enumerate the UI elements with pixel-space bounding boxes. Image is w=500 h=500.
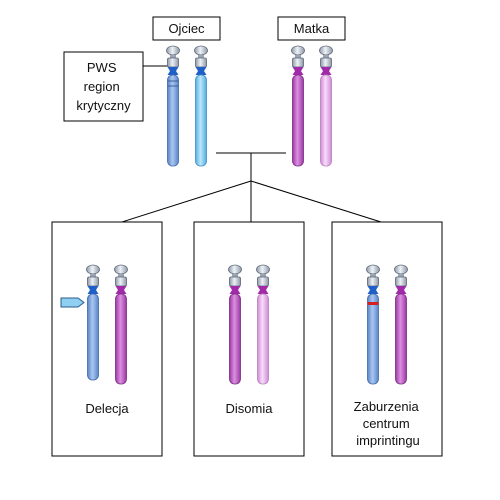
outcome-box-deletion bbox=[51, 221, 163, 457]
pws-region-label: PWS region krytyczny bbox=[76, 60, 131, 113]
mother-label: Matka bbox=[294, 21, 330, 36]
deletion-maternal-chromosome bbox=[114, 264, 128, 385]
pws-region-callout: PWS region krytyczny bbox=[63, 51, 168, 122]
disomy-chromosome-1 bbox=[228, 264, 242, 385]
mother-chromosome-1 bbox=[291, 45, 305, 167]
imprinting-paternal-chromosome bbox=[366, 264, 380, 385]
father-label-box: Ojciec bbox=[152, 16, 221, 41]
imprinting-maternal-chromosome bbox=[394, 264, 408, 385]
father-label: Ojciec bbox=[168, 21, 205, 36]
father-chromosome-pws bbox=[166, 45, 180, 167]
deletion-arrow bbox=[60, 297, 85, 308]
outcome-label-deletion: Delecja bbox=[85, 401, 129, 416]
disomy-chromosome-2 bbox=[256, 264, 270, 385]
outcome-label-disomy: Disomia bbox=[226, 401, 274, 416]
outcome-box-imprinting bbox=[331, 221, 443, 457]
inheritance-lines bbox=[121, 152, 382, 223]
mother-label-box: Matka bbox=[277, 16, 346, 41]
chromosomes bbox=[86, 45, 408, 385]
outcome-box-disomy bbox=[193, 221, 305, 457]
imprinting-defect-mark bbox=[367, 302, 379, 305]
mother-chromosome-2 bbox=[319, 45, 333, 167]
deletion-paternal-chromosome bbox=[86, 264, 100, 381]
father-chromosome-2 bbox=[194, 45, 208, 167]
outcome-label-imprinting: Zaburzenia centrum imprintingu bbox=[354, 399, 423, 448]
